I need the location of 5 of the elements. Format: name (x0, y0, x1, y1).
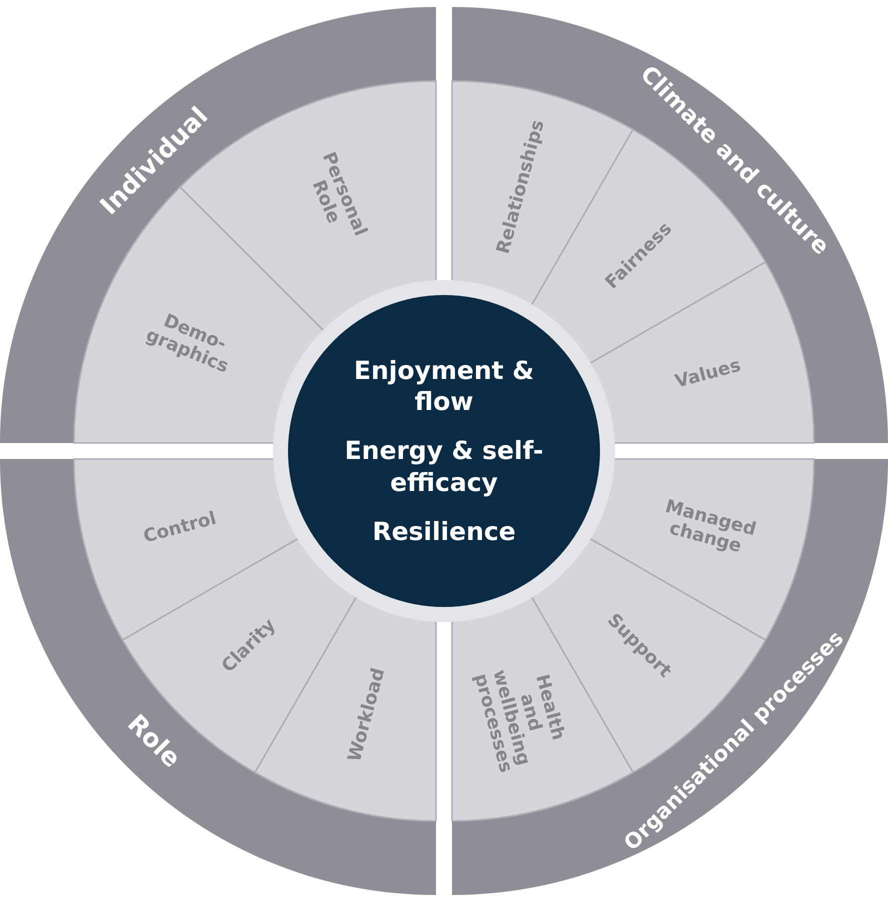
segment-label: Values (672, 354, 744, 395)
segment-label: Control (140, 506, 220, 549)
center-text: Enjoyment & flow (352, 354, 536, 418)
center-text: Energy & self-efficacy (344, 435, 544, 498)
center-text: Resilience (371, 516, 517, 548)
